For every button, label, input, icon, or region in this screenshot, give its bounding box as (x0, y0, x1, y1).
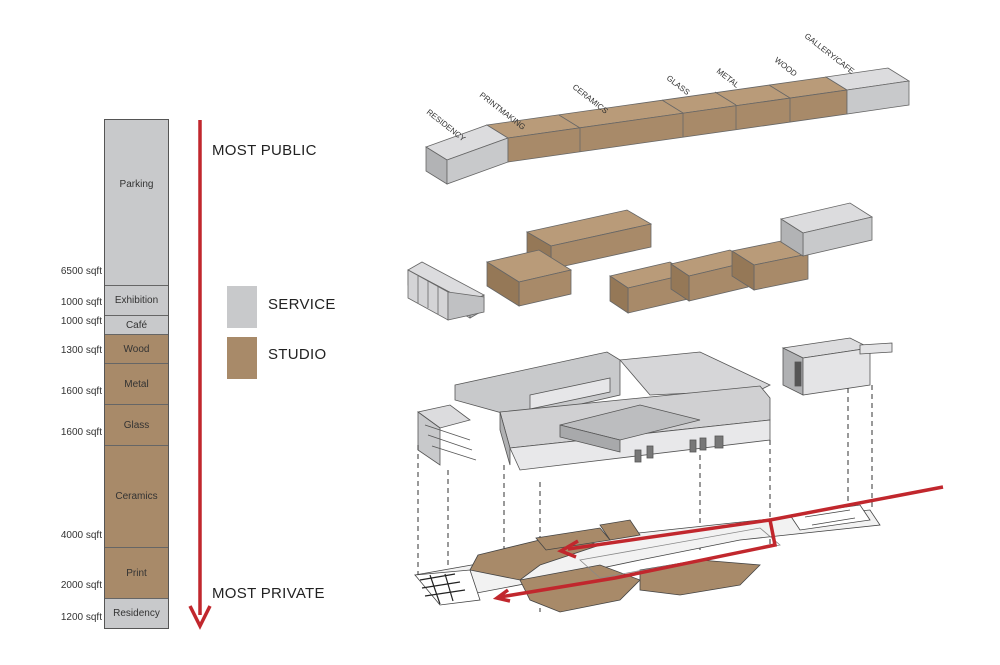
program-label: Parking (119, 179, 154, 190)
program-block-residency: Residency (105, 599, 168, 628)
massing-label-glass: GLASS (665, 73, 692, 97)
massing-bar (425, 67, 911, 185)
legend-swatch-service (227, 286, 257, 328)
most-private-label: MOST PRIVATE (212, 585, 325, 602)
program-label: Glass (123, 419, 150, 431)
program-block-print: Print (105, 548, 168, 599)
program-label: Print (126, 567, 147, 579)
program-block-glass: Glass (105, 405, 168, 446)
program-block-metal: Metal (105, 364, 168, 405)
massing-label-metal: METAL (715, 66, 742, 89)
sqft-label: 1000 sqft (60, 316, 102, 327)
sqft-label: 1200 sqft (60, 612, 102, 623)
sqft-label: 6500 sqft (60, 266, 102, 277)
exploded-volumes (407, 202, 874, 321)
program-label: Exhibition (114, 295, 159, 306)
program-block-parking: Parking (105, 120, 168, 286)
ground-floor-plan (414, 504, 881, 613)
program-label: Residency (113, 608, 160, 619)
legend-swatch-studio (227, 337, 257, 379)
massing-label-residency: RESIDENCY (425, 107, 468, 143)
massing-label-gallery-cafe: GALLERY/CAFE (803, 31, 856, 75)
massing-label-wood: WOOD (773, 55, 799, 78)
program-stack: Parking Exhibition Café Wood Metal Glass… (104, 119, 169, 629)
sqft-label: 1600 sqft (60, 427, 102, 438)
sqft-label: 4000 sqft (60, 530, 102, 541)
program-block-cafe: Café (105, 316, 168, 335)
sqft-label: 1000 sqft (60, 297, 102, 308)
program-label: Wood (123, 343, 150, 355)
legend-label-studio: STUDIO (268, 346, 327, 363)
legend-label-service: SERVICE (268, 296, 336, 313)
program-block-exhibition: Exhibition (105, 286, 168, 316)
building-roof (417, 337, 893, 471)
program-label: Café (125, 319, 148, 331)
sqft-label: 1600 sqft (60, 386, 102, 397)
privacy-arrow (188, 120, 212, 630)
program-block-wood: Wood (105, 335, 168, 364)
sqft-label: 2000 sqft (60, 580, 102, 591)
program-label: Metal (124, 378, 149, 390)
most-public-label: MOST PUBLIC (212, 142, 317, 159)
program-label: Ceramics (115, 491, 158, 502)
program-block-ceramics: Ceramics (105, 446, 168, 548)
sqft-label: 1300 sqft (60, 345, 102, 356)
circulation-path (492, 485, 944, 603)
